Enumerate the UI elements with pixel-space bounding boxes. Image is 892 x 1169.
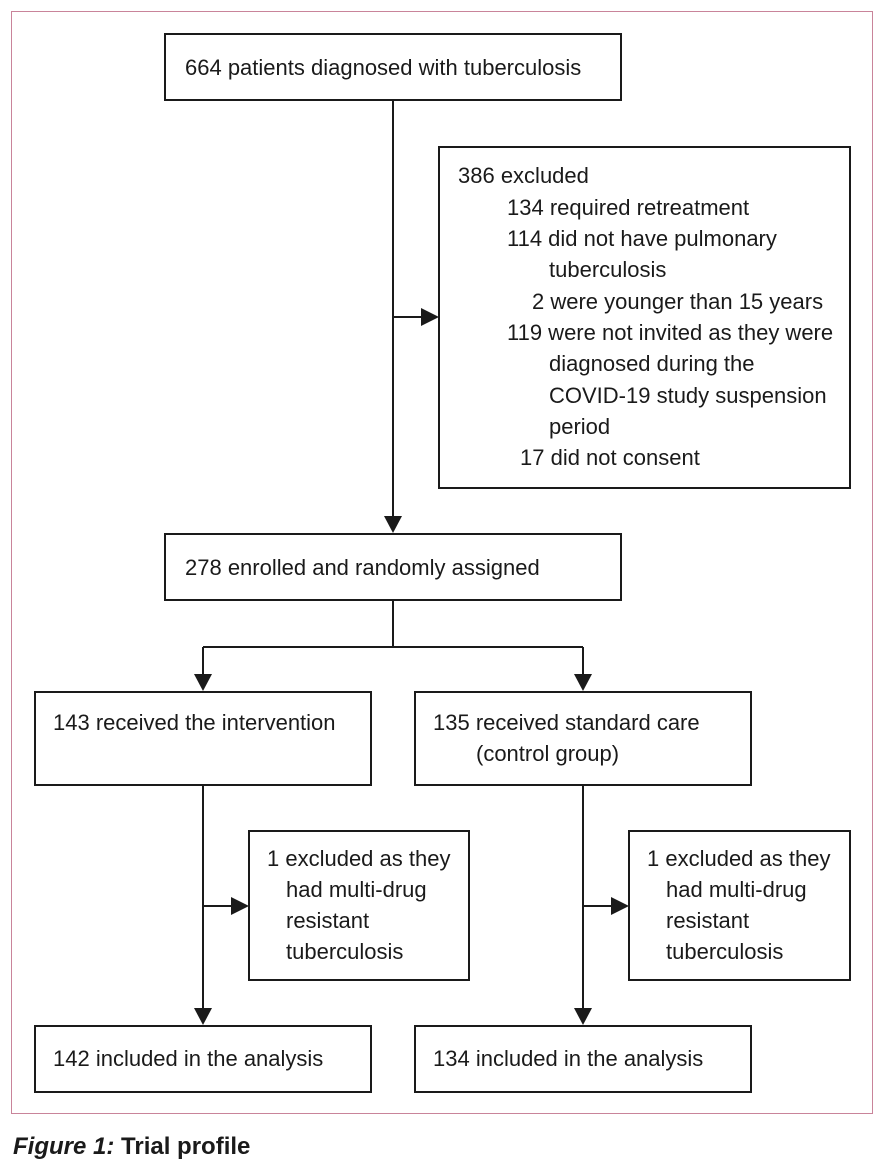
enrolled-box: 278 enrolled and randomly assigned: [164, 533, 622, 601]
excluded-title: 386 excluded: [458, 163, 589, 188]
figure-frame: [11, 11, 873, 1114]
excluded-covid-line1: 119 were not invited as they were: [507, 320, 834, 345]
excluded-left-line3: resistant: [286, 908, 370, 933]
standard-care-box: 135 received standard care (control grou…: [414, 691, 752, 786]
arrowhead-intervention: [194, 674, 212, 691]
excluded-left-line4: tuberculosis: [286, 939, 404, 964]
analysis-right-label: 134 included in the analysis: [433, 1046, 704, 1071]
excluded-right-box: 1 excluded as they had multi-drug resist…: [628, 830, 851, 981]
excluded-retreatment: 134 required retreatment: [507, 195, 750, 220]
enrolled-label: 278 enrolled and randomly assigned: [185, 555, 540, 580]
arrowhead-excl-right: [611, 897, 629, 915]
excluded-pulmonary-line2: tuberculosis: [549, 257, 667, 282]
arrowhead-enrolled: [384, 516, 402, 533]
arrowhead-excl-left: [231, 897, 249, 915]
excluded-left-line2: had multi-drug: [286, 877, 427, 902]
excluded-left-line1: 1 excluded as they: [267, 846, 451, 871]
caption-figure-number: Figure 1:: [13, 1133, 115, 1160]
excluded-covid-line4: period: [549, 414, 611, 439]
intervention-box: 143 received the intervention: [34, 691, 372, 786]
standard-care-line2: (control group): [476, 741, 620, 766]
excluded-left-box: 1 excluded as they had multi-drug resist…: [248, 830, 470, 981]
arrowhead-excluded: [421, 308, 439, 326]
standard-care-line1: 135 received standard care: [433, 710, 700, 735]
excluded-box: 386 excluded 134 required retreatment 11…: [438, 146, 851, 489]
analysis-right-box: 134 included in the analysis: [414, 1025, 752, 1093]
excluded-right-line2: had multi-drug: [666, 877, 807, 902]
diagnosed-box: 664 patients diagnosed with tuberculosis: [164, 33, 622, 101]
arrowhead-analysis-left: [194, 1008, 212, 1025]
diagnosed-label: 664 patients diagnosed with tuberculosis: [185, 55, 582, 80]
excluded-pulmonary-line1: 114 did not have pulmonary: [507, 226, 777, 251]
intervention-label: 143 received the intervention: [53, 710, 336, 735]
caption-title: Trial profile: [121, 1133, 251, 1160]
arrowhead-analysis-right: [574, 1008, 592, 1025]
excluded-right-line3: resistant: [666, 908, 750, 933]
analysis-left-box: 142 included in the analysis: [34, 1025, 372, 1093]
excluded-consent: 17 did not consent: [520, 445, 700, 470]
excluded-right-line4: tuberculosis: [666, 939, 784, 964]
excluded-younger: 2 were younger than 15 years: [532, 289, 824, 314]
arrowhead-standard: [574, 674, 592, 691]
excluded-covid-line3: COVID-19 study suspension: [549, 383, 827, 408]
figure-caption: Figure 1: Trial profile: [13, 1132, 250, 1162]
excluded-right-line1: 1 excluded as they: [647, 846, 831, 871]
excluded-covid-line2: diagnosed during the: [549, 351, 755, 376]
analysis-left-label: 142 included in the analysis: [53, 1046, 324, 1071]
